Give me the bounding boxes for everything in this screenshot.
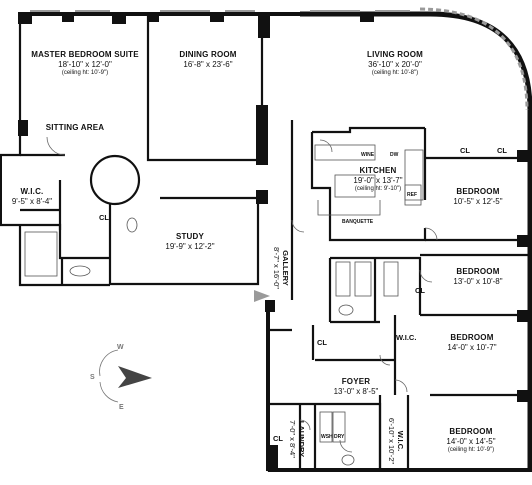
door-swings	[46, 136, 438, 453]
round-vestibule	[89, 154, 141, 206]
laundry-dims: 7'-0" x 8'-4"	[288, 420, 297, 458]
kitchen-label: KITCHEN 19'-0" x 13'-7" (ceiling ht: 9'-…	[338, 166, 418, 194]
banquette-label: BANQUETTE	[342, 219, 374, 225]
bedroom-3-label: BEDROOM 14'-0" x 10'-7"	[432, 333, 512, 353]
bedroom-2-label: BEDROOM 13'-0" x 10'-8"	[438, 267, 518, 287]
bedroom-3-name: BEDROOM	[450, 333, 494, 342]
master-bedroom-dims: 18'-10" x 12'-0"	[58, 60, 112, 69]
closet-label-laundry: CL	[273, 434, 283, 443]
wine-label: WINE	[361, 152, 375, 158]
compass-icon	[99, 349, 152, 403]
kitchen-dims: 19'-0" x 13'-7"	[353, 176, 403, 185]
laundry-name: LAUNDRY	[297, 420, 306, 458]
dw-label: DW	[390, 152, 399, 158]
bedroom-4-wic-name: W.I.C.	[396, 430, 405, 452]
master-bedroom-name: MASTER BEDROOM SUITE	[31, 50, 139, 59]
foyer-label: FOYER 13'-0" x 8'-5"	[323, 377, 389, 397]
living-room-label: LIVING ROOM 36'-10" x 20'-0" (ceiling ht…	[345, 50, 445, 78]
dining-room-name: DINING ROOM	[179, 50, 237, 59]
living-room-dims: 36'-10" x 20'-0"	[368, 60, 422, 69]
wsh-label: WSH	[321, 434, 333, 440]
dry-label: DRY	[334, 434, 345, 440]
bath-fixtures	[24, 217, 399, 466]
living-room-ceiling: (ceiling ht: 10'-8")	[371, 70, 419, 76]
foyer-dims: 13'-0" x 8'-5"	[333, 387, 379, 396]
curved-exterior-wall	[300, 11, 532, 470]
bedroom-4-label: BEDROOM 14'-0" x 14'-5" (ceiling ht: 10'…	[426, 427, 516, 455]
master-bedroom-ceiling: (ceiling ht: 10'-9")	[61, 70, 109, 76]
entry-arrow-icon	[254, 290, 270, 302]
master-wic-dims: 9'-5" x 8'-4"	[11, 197, 53, 206]
bedroom-1-label: BEDROOM 10'-5" x 12'-5"	[438, 187, 518, 207]
sitting-area-name: SITTING AREA	[45, 123, 105, 132]
gallery-dims: 8'-7" x 16'-0"	[272, 247, 281, 289]
foyer-name: FOYER	[341, 377, 371, 386]
bedroom-1-name: BEDROOM	[456, 187, 500, 196]
master-wic-name: W.I.C.	[20, 187, 44, 196]
window-strip	[419, 7, 529, 111]
study-dims: 19'-9" x 12'-2"	[165, 242, 215, 251]
master-wic-label: W.I.C. 9'-5" x 8'-4"	[4, 187, 60, 207]
kitchen-fixtures	[314, 144, 424, 216]
small-wic-label: W.I.C.	[396, 333, 417, 342]
study-name: STUDY	[175, 232, 205, 241]
sitting-area-label: SITTING AREA	[35, 123, 115, 133]
closet-label-master: CL	[99, 213, 109, 222]
bedroom-4-wic-label: W.I.C. 6'-10" x 10'-2"	[387, 414, 405, 468]
kitchen-name: KITCHEN	[359, 166, 397, 175]
bedroom-3-dims: 14'-0" x 10'-7"	[447, 343, 497, 352]
compass-bottom-letter: E	[119, 404, 124, 411]
interior-walls	[0, 14, 532, 472]
closet-label-bedroom-2: CL	[415, 286, 425, 295]
bedroom-4-name: BEDROOM	[449, 427, 493, 436]
gallery-label: GALLERY 8'-7" x 16'-0"	[272, 233, 290, 303]
bedroom-2-name: BEDROOM	[456, 267, 500, 276]
closet-label-bedroom-1-right: CL	[497, 146, 507, 155]
compass-top-letter: W	[117, 344, 124, 351]
study-label: STUDY 19'-9" x 12'-2"	[150, 232, 230, 252]
living-room-name: LIVING ROOM	[367, 50, 423, 59]
bedroom-4-wic-dims: 6'-10" x 10'-2"	[387, 417, 396, 465]
laundry-label: LAUNDRY 7'-0" x 8'-4"	[288, 412, 306, 466]
closet-label-foyer: CL	[317, 338, 327, 347]
kitchen-ceiling: (ceiling ht: 9'-10")	[354, 186, 402, 192]
dining-room-dims: 16'-8" x 23'-6"	[183, 60, 233, 69]
compass-left-letter: S	[90, 374, 95, 381]
master-bedroom-label: MASTER BEDROOM SUITE 18'-10" x 12'-0" (c…	[26, 50, 144, 78]
closet-label-bedroom-1-left: CL	[460, 146, 470, 155]
exterior-walls	[0, 12, 532, 472]
structural-columns	[18, 12, 531, 471]
bedroom-1-dims: 10'-5" x 12'-5"	[453, 197, 503, 206]
bedroom-4-ceiling: (ceiling ht: 10'-9")	[447, 447, 495, 453]
gallery-name: GALLERY	[281, 250, 290, 286]
ref-label: REF	[407, 192, 417, 198]
bedroom-4-dims: 14'-0" x 14'-5"	[446, 437, 496, 446]
bedroom-2-dims: 13'-0" x 10'-8"	[453, 277, 503, 286]
dining-room-label: DINING ROOM 16'-8" x 23'-6"	[163, 50, 253, 70]
